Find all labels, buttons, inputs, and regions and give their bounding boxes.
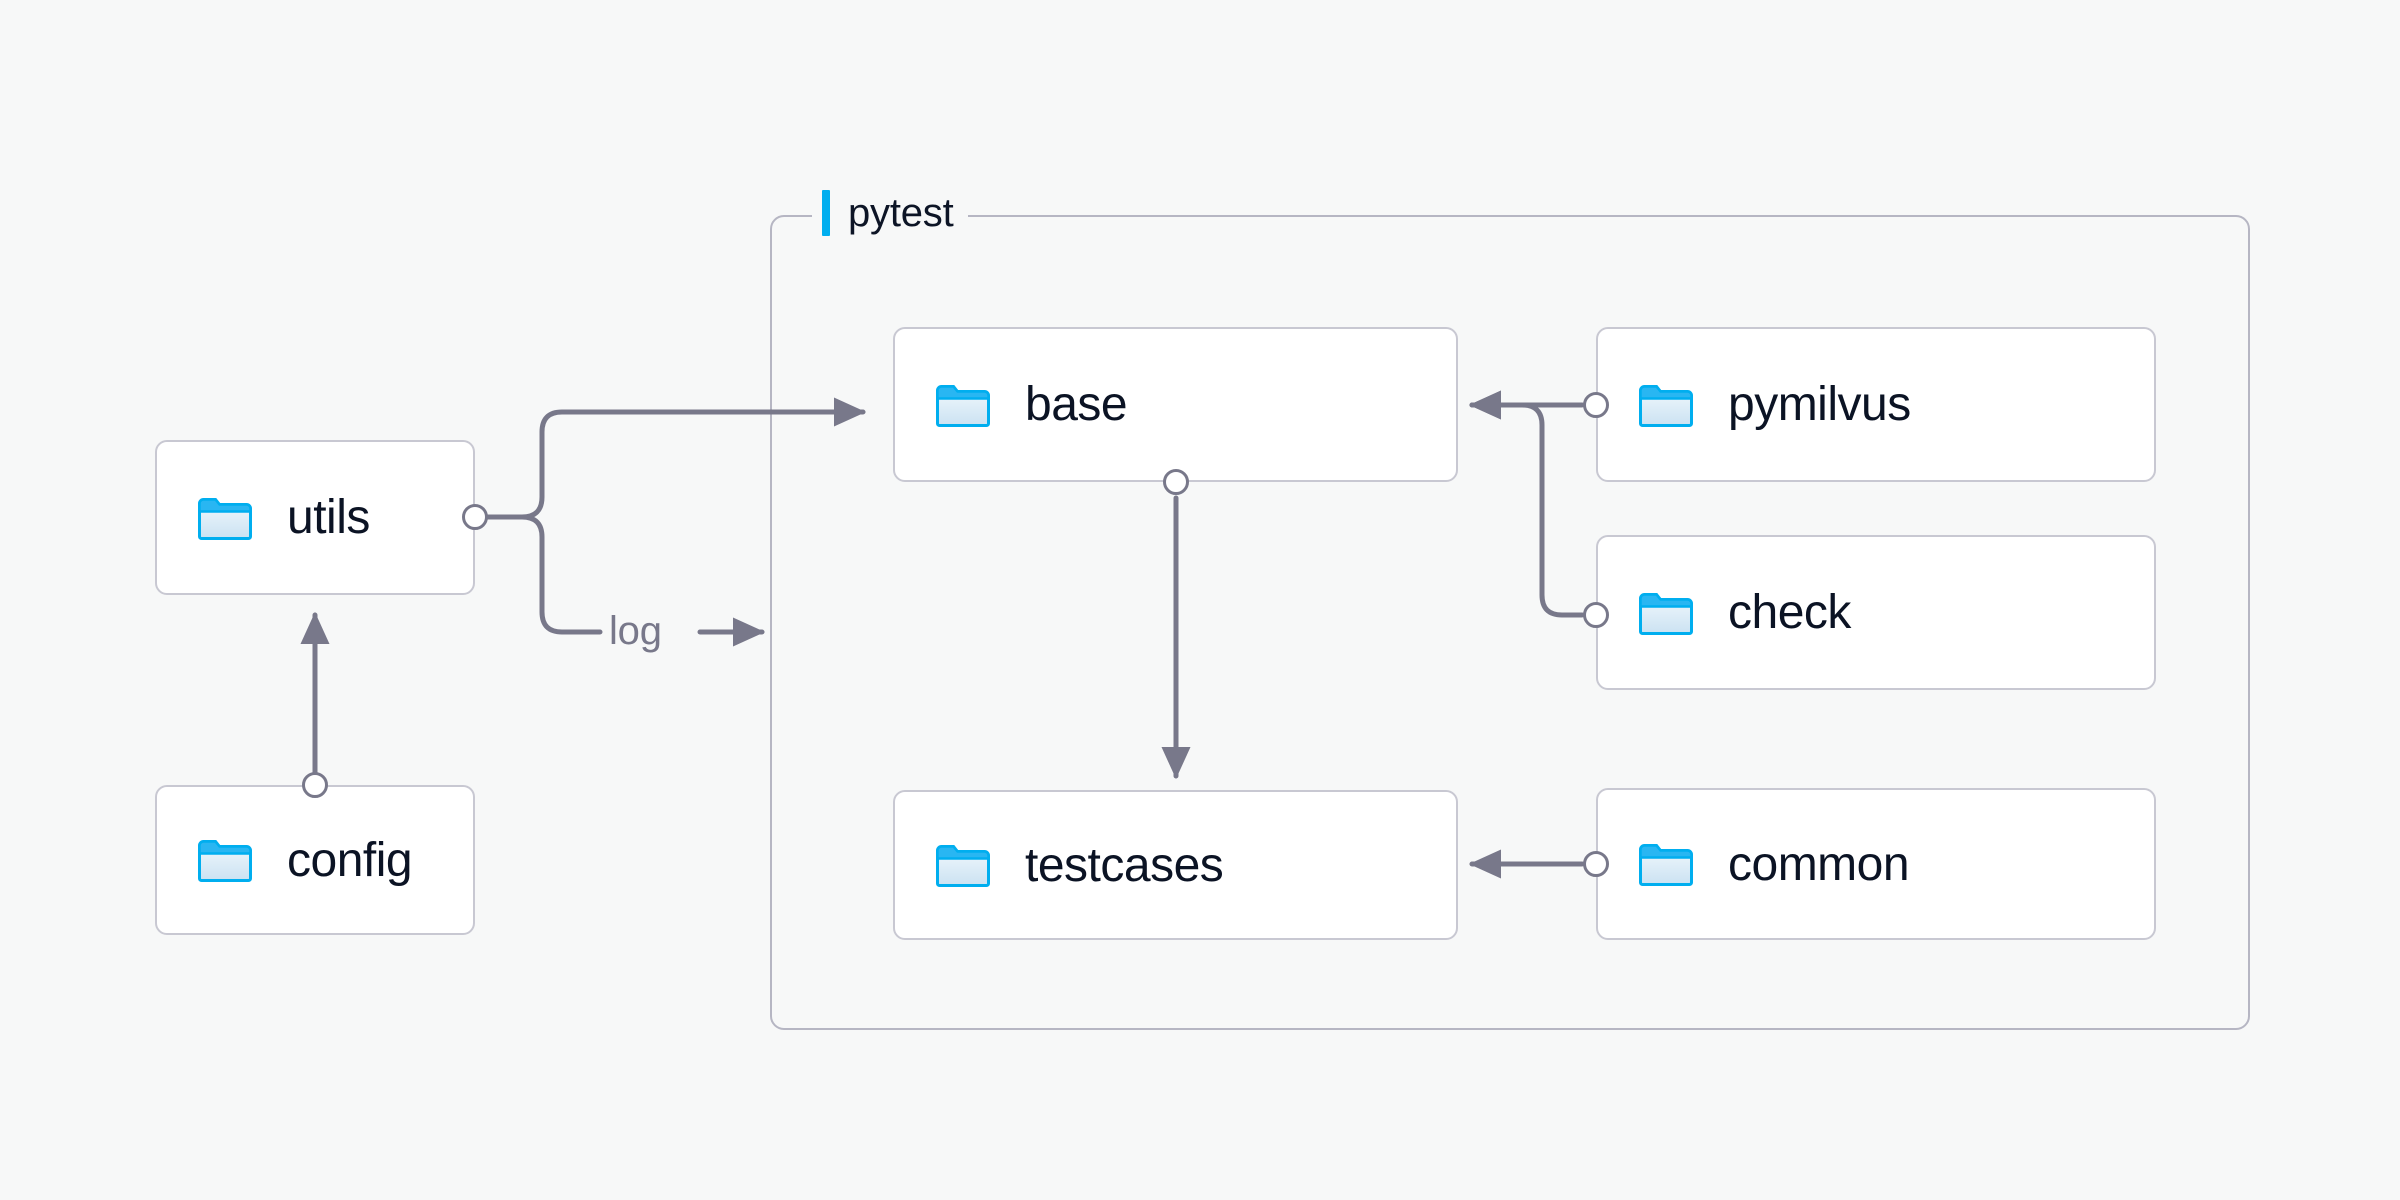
group-label-pytest[interactable]: pytest xyxy=(812,190,968,236)
folder-icon xyxy=(198,840,252,882)
node-label: common xyxy=(1728,837,1910,891)
node-label: utils xyxy=(287,491,370,544)
node-check[interactable]: check xyxy=(1596,535,2156,690)
node-base[interactable]: base xyxy=(893,327,1458,482)
handle-config-top[interactable] xyxy=(302,772,328,798)
edge-utils-log xyxy=(519,514,603,635)
node-label: pymilvus xyxy=(1728,378,1911,431)
folder-icon xyxy=(1639,844,1693,886)
group-container-pytest[interactable] xyxy=(770,215,2250,1030)
edge-label-log: log xyxy=(603,609,668,654)
handle-pymilvus-left[interactable] xyxy=(1583,392,1609,418)
folder-icon xyxy=(936,384,990,427)
node-label: config xyxy=(287,833,413,887)
node-utils[interactable]: utils xyxy=(155,440,475,595)
folder-icon xyxy=(1639,592,1693,635)
handle-base-bottom[interactable] xyxy=(1163,469,1189,495)
handle-utils-right[interactable] xyxy=(462,504,488,530)
node-label: base xyxy=(1025,378,1128,431)
node-testcases[interactable]: testcases xyxy=(893,790,1458,940)
node-label: testcases xyxy=(1025,838,1224,892)
node-config[interactable]: config xyxy=(155,785,475,935)
handle-common-left[interactable] xyxy=(1583,851,1609,877)
group-accent-bar xyxy=(822,190,830,236)
node-label: check xyxy=(1728,586,1851,639)
folder-icon xyxy=(1639,384,1693,427)
folder-icon xyxy=(936,845,990,887)
folder-icon xyxy=(198,497,252,540)
node-common[interactable]: common xyxy=(1596,788,2156,940)
group-title-text: pytest xyxy=(848,190,954,235)
node-pymilvus[interactable]: pymilvus xyxy=(1596,327,2156,482)
handle-check-left[interactable] xyxy=(1583,602,1609,628)
